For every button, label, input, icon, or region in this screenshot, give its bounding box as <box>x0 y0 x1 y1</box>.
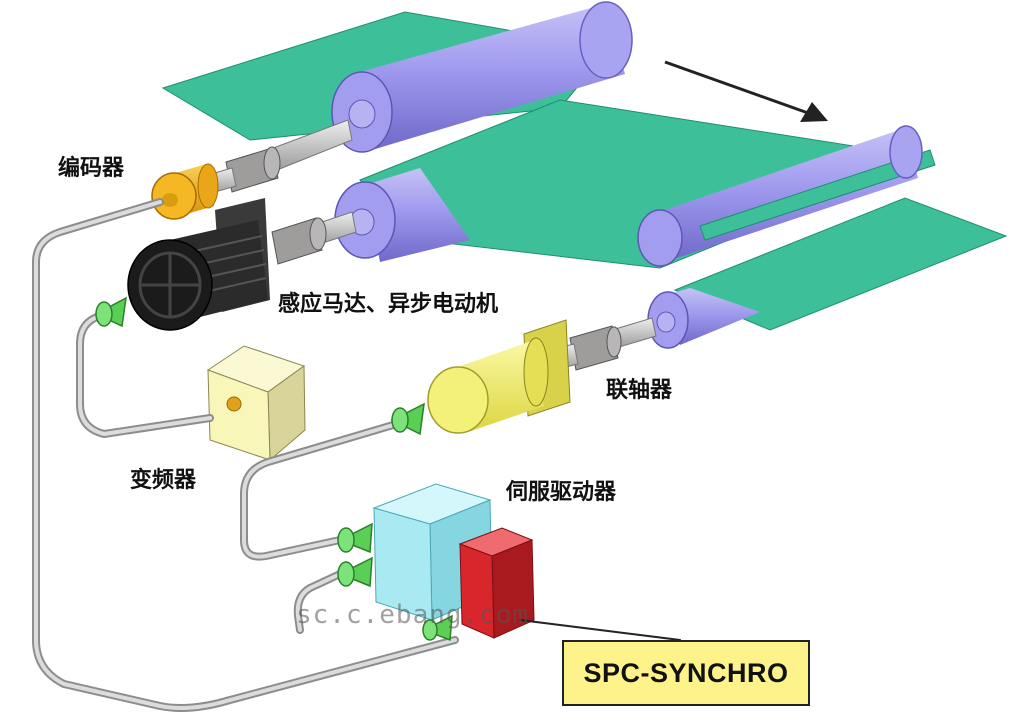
inverter-box <box>206 345 306 462</box>
spc-synchro-label: SPC-SYNCHRO <box>583 657 789 688</box>
encoder-label: 编码器 <box>58 156 125 181</box>
middle-roller <box>334 168 470 262</box>
controller-spc-cable <box>519 619 681 641</box>
output-roller <box>637 125 936 267</box>
encoder <box>151 163 219 220</box>
induction-motor-label: 感应马达、异步电动机 <box>278 292 499 317</box>
cables <box>32 198 681 712</box>
connector-icon <box>337 556 373 588</box>
servo-driver-label: 伺服驱动器 <box>506 480 617 505</box>
spc-synchro-box: SPC-SYNCHRO <box>562 640 810 706</box>
middle-shaft <box>271 211 357 265</box>
connector-icon <box>422 614 453 642</box>
arrow-right-icon <box>664 60 828 122</box>
coupling-label: 联轴器 <box>606 378 673 403</box>
watermark: sc.c.ebang.com <box>296 600 530 630</box>
motor-inverter-cable <box>76 312 214 438</box>
lower-roller <box>647 288 760 349</box>
servo-motor <box>427 319 571 434</box>
connector-icon <box>390 402 425 436</box>
connector-icon <box>94 296 127 328</box>
induction-motor <box>127 198 270 331</box>
inverter-label: 变频器 <box>130 468 197 493</box>
controller-unit <box>458 527 535 639</box>
connector-icon <box>337 522 373 554</box>
